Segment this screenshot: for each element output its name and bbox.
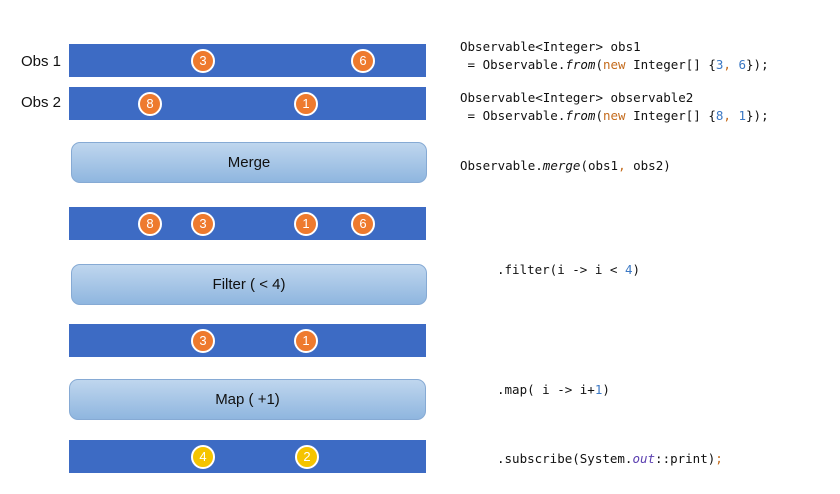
marble: 6 <box>351 212 375 236</box>
code-obs1: Observable<Integer> obs1 = Observable.fr… <box>460 39 769 72</box>
code-subscribe: .subscribe(System.out::print); <box>497 451 723 466</box>
obs2-stream: 8 1 <box>69 87 426 120</box>
marble: 1 <box>294 329 318 353</box>
marble: 4 <box>191 445 215 469</box>
merged-stream: 8 3 1 6 <box>69 207 426 240</box>
filtered-stream: 3 1 <box>69 324 426 357</box>
code-merge: Observable.merge(obs1, obs2) <box>460 158 671 173</box>
obs1-label: Obs 1 <box>21 53 62 70</box>
marble: 8 <box>138 212 162 236</box>
marble: 3 <box>191 329 215 353</box>
mapped-stream: 4 2 <box>69 440 426 473</box>
obs1-stream: 3 6 <box>69 44 426 77</box>
marble: 6 <box>351 49 375 73</box>
marble: 2 <box>295 445 319 469</box>
marble: 3 <box>191 212 215 236</box>
marble: 1 <box>294 212 318 236</box>
obs2-label: Obs 2 <box>21 94 62 111</box>
marble: 1 <box>294 92 318 116</box>
marble: 8 <box>138 92 162 116</box>
merge-operator: Merge <box>71 142 427 183</box>
code-map: .map( i -> i+1) <box>497 382 610 397</box>
map-operator: Map ( +1) <box>69 379 426 420</box>
marble: 3 <box>191 49 215 73</box>
code-filter: .filter(i -> i < 4) <box>497 262 640 277</box>
filter-operator: Filter ( < 4) <box>71 264 427 305</box>
code-obs2: Observable<Integer> observable2 = Observ… <box>460 90 769 123</box>
